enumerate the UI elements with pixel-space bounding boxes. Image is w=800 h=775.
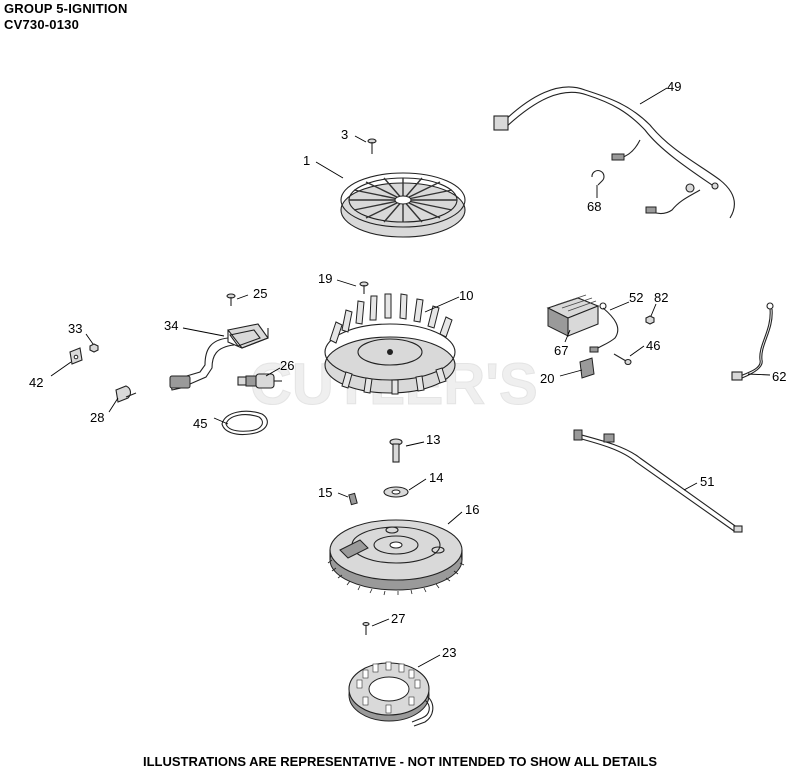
callout-27: 27 [391, 611, 405, 626]
part-10-fan[interactable] [324, 293, 456, 395]
callout-82: 82 [654, 290, 668, 305]
part-19-screw[interactable] [359, 281, 369, 294]
part-15-key[interactable] [348, 492, 358, 506]
model-number: CV730-0130 [4, 17, 79, 32]
part-42-bracket[interactable] [69, 347, 83, 365]
part-33-nut[interactable] [89, 343, 99, 353]
callout-3: 3 [341, 127, 348, 142]
part-27-screw[interactable] [362, 621, 370, 636]
disclaimer-footer: ILLUSTRATIONS ARE REPRESENTATIVE - NOT I… [143, 754, 657, 769]
callout-51: 51 [700, 474, 714, 489]
callout-19: 19 [318, 271, 332, 286]
part-3-screw[interactable] [367, 138, 377, 154]
callout-42: 42 [29, 375, 43, 390]
callout-15: 15 [318, 485, 332, 500]
part-16-flywheel[interactable] [327, 519, 465, 596]
callout-28: 28 [90, 410, 104, 425]
callout-10: 10 [459, 288, 473, 303]
part-20-plate[interactable] [579, 357, 595, 379]
callout-46: 46 [646, 338, 660, 353]
part-23-stator[interactable] [348, 661, 434, 727]
callout-68: 68 [587, 199, 601, 214]
part-62-lead-wire[interactable] [731, 302, 774, 381]
part-26-spark-plug[interactable] [237, 373, 282, 389]
callout-33: 33 [68, 321, 82, 336]
callout-14: 14 [429, 470, 443, 485]
part-1-rotating-screen[interactable] [340, 172, 466, 238]
callout-labels: 1 3 10 19 25 34 26 45 33 42 28 49 68 67 … [29, 79, 786, 660]
part-49-wiring-harness[interactable] [493, 86, 735, 219]
part-28-clamp[interactable] [115, 385, 137, 403]
callout-52: 52 [629, 290, 643, 305]
callout-16: 16 [465, 502, 479, 517]
part-45-gasket[interactable] [221, 410, 268, 436]
part-52-wire-lead[interactable] [589, 302, 619, 353]
part-51-harness-lead[interactable] [573, 429, 743, 533]
part-13-screw[interactable] [389, 438, 403, 463]
diagram-title: GROUP 5-IGNITION [4, 1, 128, 16]
callout-62: 62 [772, 369, 786, 384]
leader-lines [50, 87, 771, 668]
part-68-clip[interactable] [591, 170, 605, 186]
callout-1: 1 [303, 153, 310, 168]
part-25-screw[interactable] [226, 293, 236, 306]
part-46-screw[interactable] [613, 353, 632, 366]
callout-26: 26 [280, 358, 294, 373]
part-67-rectifier-regulator[interactable] [546, 294, 600, 337]
callout-20: 20 [540, 371, 554, 386]
callout-34: 34 [164, 318, 178, 333]
part-14-washer[interactable] [383, 486, 409, 498]
callout-25: 25 [253, 286, 267, 301]
callout-45: 45 [193, 416, 207, 431]
callout-49: 49 [667, 79, 681, 94]
part-34-ignition-module[interactable] [169, 323, 269, 391]
part-82-nut[interactable] [645, 315, 655, 325]
callout-67: 67 [554, 343, 568, 358]
callout-13: 13 [426, 432, 440, 447]
callout-23: 23 [442, 645, 456, 660]
